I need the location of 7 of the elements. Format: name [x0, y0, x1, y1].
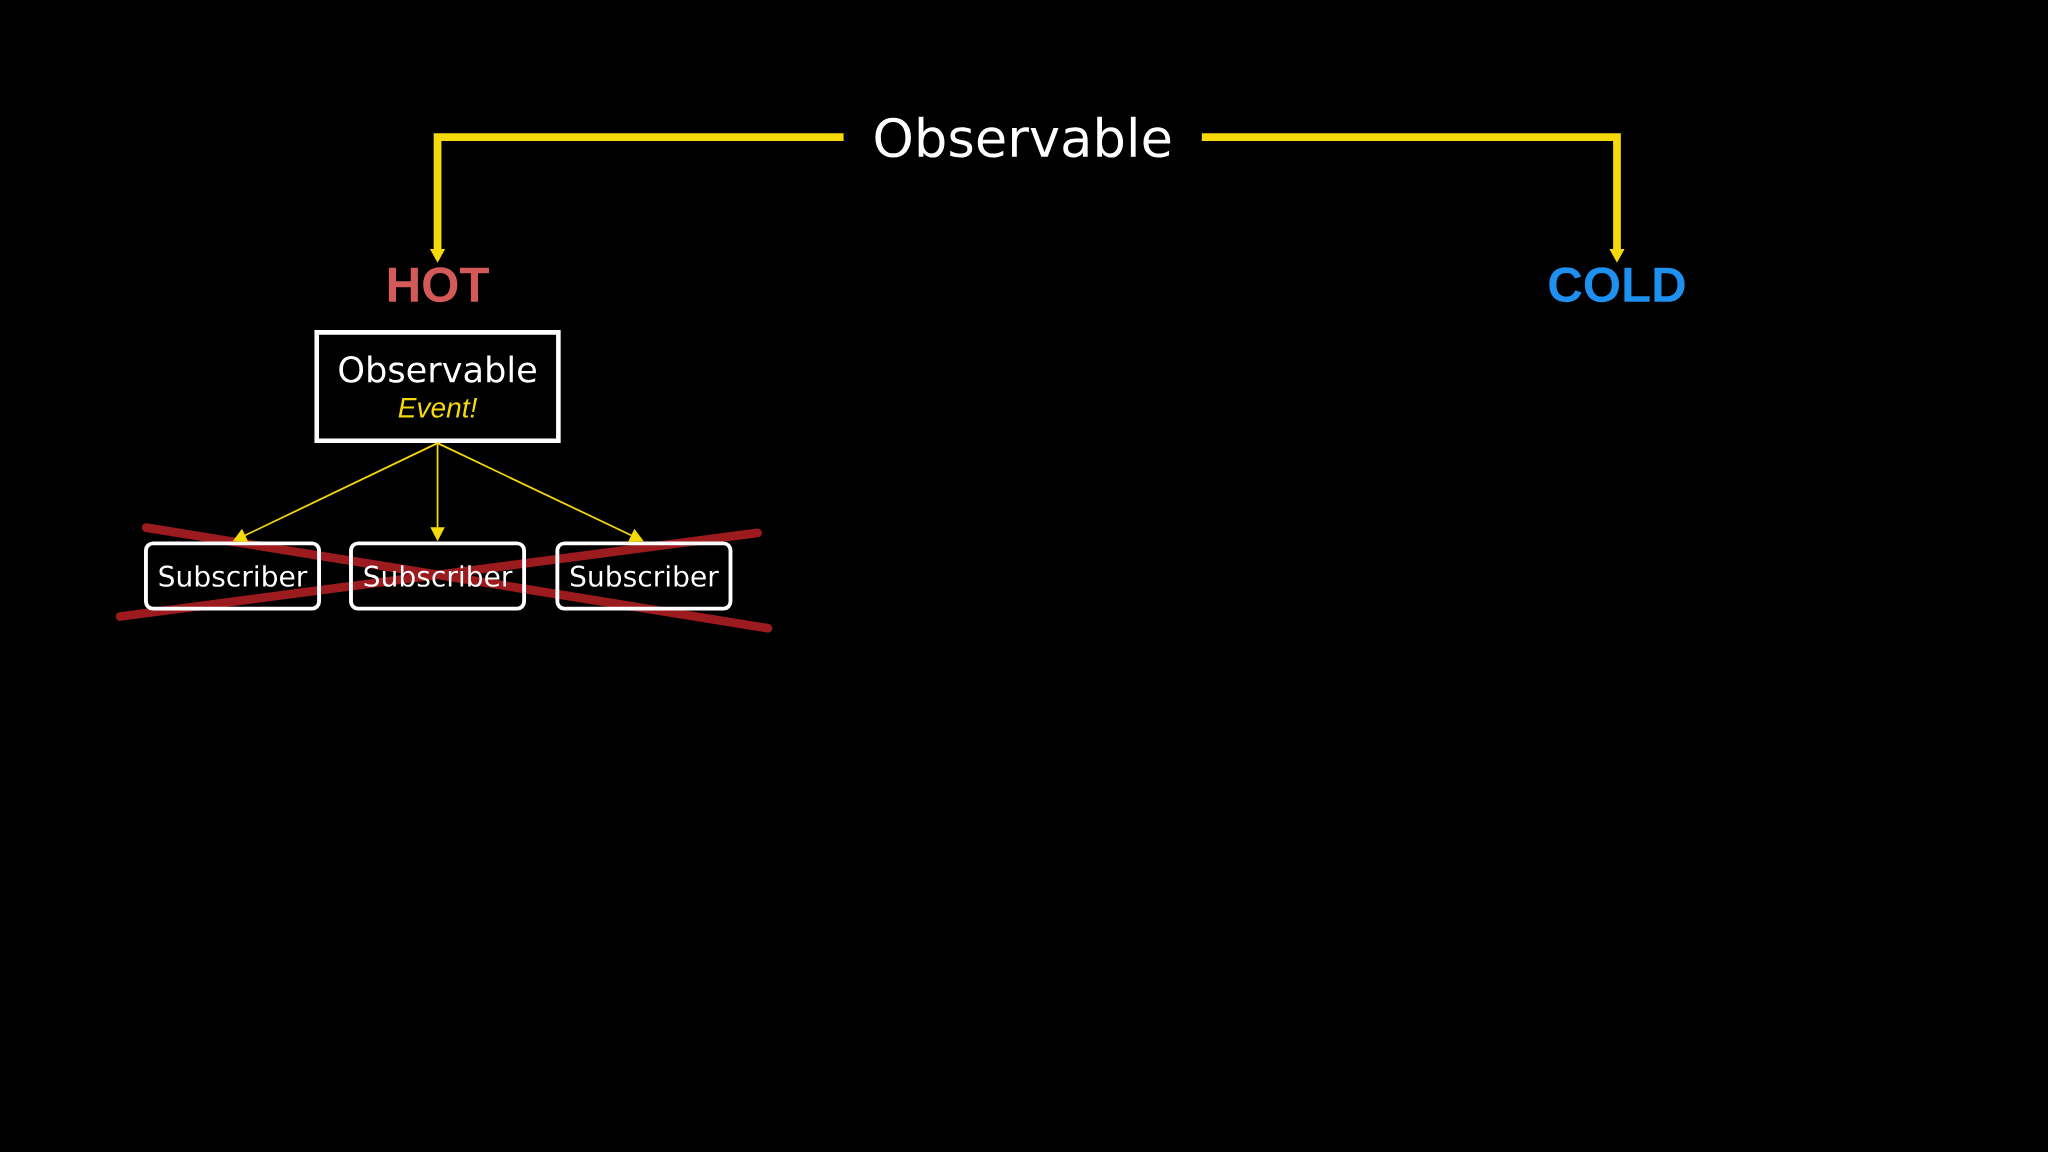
category-label: HOT: [388, 267, 489, 303]
subscriber-box: Subscriber: [555, 541, 733, 611]
subscriber-box: Subscriber: [144, 541, 321, 611]
process-box: Observable Event!: [314, 330, 561, 444]
category-label: COLD: [1549, 267, 1685, 303]
title-text: Observable: [875, 116, 1171, 158]
arrow: [436, 442, 644, 542]
